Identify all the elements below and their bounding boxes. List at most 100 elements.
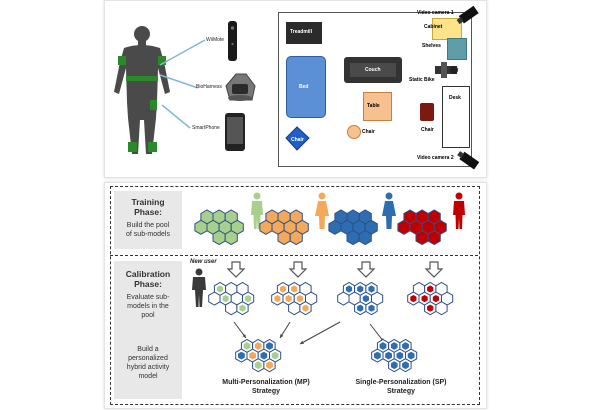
blue-chair-label: Chair <box>291 137 304 143</box>
orange-user-body <box>315 201 329 229</box>
eval-orange-highlight <box>302 304 309 312</box>
bioharness-label: BioHarness <box>196 84 222 90</box>
red-cluster-hex <box>415 230 429 246</box>
wiimote-label: WiiMote <box>206 37 225 43</box>
eval-red-hex <box>435 301 448 316</box>
phases-frame <box>110 186 480 405</box>
mp-model-fill <box>266 361 273 370</box>
mp-model-fill <box>249 351 256 360</box>
orange-cluster-hex <box>259 219 273 235</box>
new-user-label: New user <box>190 259 217 265</box>
sp-model-fill <box>402 361 409 370</box>
bed <box>286 56 326 118</box>
eval-orange-highlight <box>285 295 292 303</box>
red-user-body <box>453 201 465 229</box>
arrow-orange-to-mp-head <box>280 334 284 338</box>
desk <box>442 86 470 148</box>
green-cluster-hex <box>194 219 208 235</box>
smartphone-icon <box>225 113 245 151</box>
blue-user-head <box>385 192 393 200</box>
eval-blue-highlight <box>357 285 364 293</box>
eval-green-hex <box>225 301 238 316</box>
eval-orange-hex <box>288 301 301 316</box>
calibration-desc-1: Evaluate sub- <box>126 294 170 301</box>
table <box>363 92 392 121</box>
blue-user-body <box>382 201 396 229</box>
eval-blue-highlight <box>362 295 369 303</box>
eval-red-highlight <box>410 295 417 303</box>
blue-cluster-hex <box>328 219 342 235</box>
blue-cluster-hex <box>346 230 360 246</box>
calibration-phase-box <box>114 261 182 399</box>
static-bike-label: Static Bike <box>409 77 435 83</box>
eval-red-highlight <box>421 295 428 303</box>
sp-strategy-title-2: Strategy <box>386 388 415 395</box>
green-user-head <box>253 192 261 200</box>
sp-model-fill <box>379 342 387 350</box>
center-chair-label: Chair <box>362 129 375 135</box>
sp-model-fill <box>390 342 398 350</box>
red-cluster-hex <box>427 230 441 246</box>
calibration-desc-5: personalized <box>128 355 168 362</box>
arrow-blue-to-mp <box>299 321 341 345</box>
sp-model-fill <box>396 351 404 360</box>
eval-blue-highlight <box>368 285 375 293</box>
shelves-label: Shelves <box>422 43 441 49</box>
video-camera-2-icon <box>457 151 480 170</box>
calibration-desc-3: pool <box>141 312 155 319</box>
mp-model-fill <box>266 342 273 350</box>
eval-orange-highlight <box>291 285 298 293</box>
blue-cluster-hex <box>358 230 372 246</box>
red-cluster-hex <box>397 219 411 235</box>
treadmill <box>286 22 322 44</box>
eval-green-highlight <box>216 285 224 293</box>
mp-strategy-title-2: Strategy <box>251 388 280 395</box>
sp-model-fill <box>402 342 409 350</box>
eval-red-highlight <box>427 285 434 293</box>
round-chair <box>347 125 361 139</box>
mp-model-fill <box>254 342 262 350</box>
sp-strategy-title-1: Single-Personalization (SP) <box>355 379 447 386</box>
mp-model-fill <box>243 342 251 350</box>
calibration-desc-6: hybrid activity <box>126 364 170 371</box>
training-title-2: Phase: <box>134 207 162 217</box>
mp-strategy-title-1: Multi-Personalization (MP) <box>222 379 310 386</box>
sp-model-fill <box>390 361 398 370</box>
mp-model-fill <box>271 351 279 360</box>
down-arrow-green <box>226 261 246 278</box>
mp-model-fill <box>260 351 268 360</box>
mp-model-fill <box>238 351 245 360</box>
eval-blue-highlight <box>357 304 364 312</box>
calibration-title-1: Calibration <box>125 269 171 279</box>
camera1-label: Video camera 1 <box>417 10 454 16</box>
eval-orange-highlight <box>296 295 303 303</box>
training-phase-box <box>114 191 182 249</box>
down-arrow-orange <box>288 261 308 278</box>
blue-chair <box>285 126 310 151</box>
eval-blue-highlight <box>345 285 353 293</box>
couch-seat <box>350 63 396 77</box>
eval-green-highlight <box>239 304 246 312</box>
green-cluster-hex <box>224 230 238 246</box>
bed-label: Bed <box>299 84 309 90</box>
bioharness-icon <box>225 73 256 101</box>
eval-blue-highlight <box>368 304 375 312</box>
desk-label: Desk <box>449 95 461 101</box>
smartphone-label: SmartPhone <box>192 125 220 131</box>
arrow-blue-to-sp <box>369 323 385 343</box>
eval-blue-hex <box>337 291 350 306</box>
eval-orange-highlight <box>279 285 287 293</box>
camera2-label: Video camera 2 <box>417 155 454 161</box>
eval-green-highlight <box>245 295 252 303</box>
calibration-desc-7: model <box>138 373 158 380</box>
person-silhouette-with-sensors <box>114 26 170 154</box>
eval-green-highlight <box>222 295 229 303</box>
training-desc-1: Build the pool <box>126 222 170 229</box>
down-arrow-blue <box>356 261 376 278</box>
video-camera-1-icon <box>456 5 479 25</box>
mp-model-fill <box>254 361 262 370</box>
training-title-1: Training <box>131 197 165 207</box>
sp-model-fill <box>407 351 415 360</box>
orange-user-head <box>318 192 326 200</box>
eval-green-hex <box>208 291 221 306</box>
